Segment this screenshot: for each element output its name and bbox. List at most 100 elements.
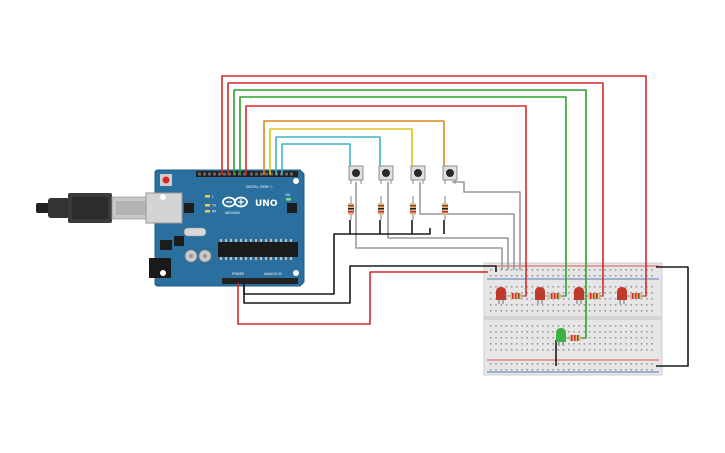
breadboard-hole: [609, 337, 612, 339]
breadboard-hole: [562, 304, 565, 306]
breadboard-hole: [620, 349, 622, 351]
green-led-resistor[interactable]: [566, 335, 586, 341]
breadboard-hole: [490, 363, 492, 365]
green-led[interactable]: [556, 328, 566, 346]
breadboard-hole: [651, 304, 653, 306]
breadboard-hole: [505, 349, 508, 351]
usb-chip: [184, 203, 194, 213]
resistor-button-3[interactable]: [410, 196, 416, 220]
breadboard-hole: [599, 369, 601, 371]
wire-teal-button1[interactable]: [281, 143, 351, 175]
breadboard-hole: [526, 325, 528, 327]
wire-red-5v[interactable]: [237, 271, 488, 325]
pushbutton-1[interactable]: [348, 165, 364, 184]
breadboard-hole: [557, 304, 560, 306]
breadboard-hole: [500, 275, 502, 277]
breadboard-hole: [568, 298, 570, 300]
led-resistor-1[interactable]: [506, 293, 526, 299]
breadboard-hole: [640, 304, 643, 306]
breadboard-hole: [573, 310, 575, 312]
breadboard-hole: [640, 363, 643, 365]
crystal: [183, 227, 207, 237]
breadboard-hole: [526, 304, 528, 306]
breadboard-hole: [526, 286, 528, 288]
arduino-uno-board[interactable]: DIGITAL (PWM~) UNO ARDUINO L TX RX ON: [145, 169, 305, 287]
resistor-button-1[interactable]: [348, 196, 354, 220]
wire-black-rail-bridge[interactable]: [656, 266, 689, 367]
breadboard-hole: [536, 343, 539, 345]
breadboard-hole: [562, 275, 565, 277]
breadboard-hole: [604, 286, 606, 288]
breadboard-hole: [500, 343, 502, 345]
breadboard-hole: [521, 343, 523, 345]
breadboard-hole: [536, 337, 539, 339]
resistor-button-4[interactable]: [442, 196, 448, 220]
mount-hole: [293, 178, 299, 184]
breadboard-hole: [583, 304, 586, 306]
wire-teal-button2[interactable]: [275, 136, 381, 175]
breadboard-hole: [521, 275, 523, 277]
red-leds: [496, 287, 646, 304]
breadboard-hole: [568, 275, 570, 277]
breadboard-hole: [625, 369, 627, 371]
breadboard-hole: [542, 331, 544, 333]
red-led-3[interactable]: [574, 287, 584, 304]
breadboard-hole: [536, 369, 539, 371]
wire-yellow-button3[interactable]: [269, 128, 413, 175]
led-resistor-3[interactable]: [584, 293, 603, 299]
breadboard-hole: [510, 369, 513, 371]
breadboard-hole: [583, 275, 586, 277]
breadboard-hole: [542, 325, 544, 327]
breadboard[interactable]: [483, 262, 663, 376]
mount-hole: [160, 270, 166, 276]
breadboard-hole: [568, 369, 570, 371]
breadboard-hole: [547, 363, 549, 365]
breadboard-hole: [651, 363, 653, 365]
breadboard-hole: [573, 269, 575, 271]
breadboard-hole: [521, 286, 523, 288]
pushbutton-4[interactable]: [442, 165, 458, 184]
usb-cable[interactable]: [36, 193, 157, 223]
wire-gray-button3[interactable]: [419, 182, 515, 270]
breadboard-hole: [646, 343, 648, 345]
breadboard-hole: [609, 286, 612, 288]
breadboard-hole: [531, 363, 534, 365]
breadboard-hole: [526, 369, 528, 371]
breadboard-hole: [578, 369, 580, 371]
l-led: [205, 195, 210, 198]
breadboard-hole: [588, 310, 591, 312]
breadboard-hole: [594, 286, 596, 288]
wire-gray-button1[interactable]: [355, 182, 503, 270]
breadboard-hole: [526, 310, 528, 312]
led-resistor-2[interactable]: [545, 293, 566, 299]
wire-orange-button4[interactable]: [263, 120, 445, 175]
red-led-2[interactable]: [535, 287, 545, 304]
breadboard-hole: [630, 325, 632, 327]
resistor-button-2[interactable]: [378, 196, 384, 220]
wire-gray-button4[interactable]: [452, 181, 521, 270]
led-resistor-4[interactable]: [627, 293, 646, 299]
breadboard-hole: [594, 325, 596, 327]
breadboard-hole: [531, 349, 534, 351]
pushbutton-2[interactable]: [378, 165, 394, 184]
breadboard-hole: [505, 298, 508, 300]
breadboard-hole: [521, 325, 523, 327]
breadboard-hole: [625, 325, 627, 327]
pushbutton-3[interactable]: [410, 165, 426, 184]
red-led-4[interactable]: [617, 287, 627, 304]
power-jack[interactable]: [149, 258, 171, 278]
voltage-regulator: [160, 240, 172, 250]
wire-black-gnd-rail[interactable]: [243, 265, 497, 304]
breadboard-hole: [614, 369, 617, 371]
red-led-1[interactable]: [496, 287, 506, 304]
breadboard-hole: [547, 369, 549, 371]
breadboard-hole: [505, 286, 508, 288]
breadboard-hole: [588, 369, 591, 371]
usb-port[interactable]: [145, 192, 183, 224]
breadboard-hole: [599, 286, 601, 288]
reset-button[interactable]: [162, 176, 170, 184]
breadboard-hole: [625, 275, 627, 277]
wire-gray-button2[interactable]: [387, 182, 509, 270]
breadboard-hole: [599, 292, 601, 294]
